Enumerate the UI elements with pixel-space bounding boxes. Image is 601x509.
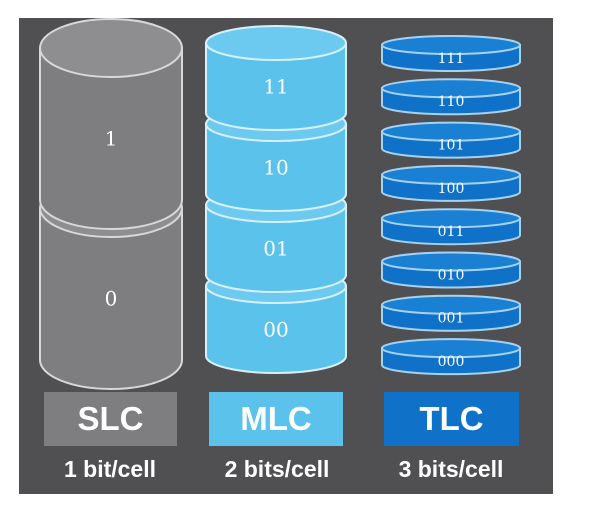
tlc-cell-6-value: 001 — [438, 311, 465, 327]
slc-cell-0-value: 1 — [105, 127, 118, 151]
mlc-cell-0: 11 — [205, 25, 347, 131]
tlc-cell-5: 010 — [381, 251, 521, 289]
tlc-cell-0-value: 111 — [438, 51, 465, 67]
mlc-caption: 2 bits/cell — [224, 456, 330, 482]
mlc-label-box: MLC — [209, 392, 343, 446]
tlc-cell-4: 011 — [381, 208, 521, 246]
tlc-cell-7-value: 000 — [438, 354, 465, 370]
tlc-caption: 3 bits/cell — [398, 456, 504, 482]
tlc-cell-7: 000 — [381, 338, 521, 376]
tlc-cell-2: 101 — [381, 121, 521, 159]
tlc-cell-6: 001 — [381, 294, 521, 332]
slc-cell-1-value: 0 — [105, 287, 118, 311]
slc-cell-0: 1 — [39, 18, 183, 230]
tlc-cell-3: 100 — [381, 164, 521, 202]
tlc-cell-1-value: 110 — [438, 94, 465, 110]
tlc-label-box: TLC — [384, 392, 519, 446]
tlc-label: TLC — [419, 400, 484, 437]
slc-caption: 1 bit/cell — [63, 456, 157, 482]
mlc-cell-2-value: 01 — [263, 237, 288, 261]
mlc-cell-0-value: 11 — [263, 75, 288, 99]
mlc-cell-1-value: 10 — [263, 156, 288, 180]
mlc-label: MLC — [240, 400, 312, 437]
tlc-cell-3-value: 100 — [438, 181, 465, 197]
tlc-cell-5-value: 010 — [438, 267, 465, 283]
tlc-cell-4-value: 011 — [438, 224, 465, 240]
slc-label-box: SLC — [44, 392, 177, 446]
tlc-cell-1: 110 — [381, 78, 521, 116]
mlc-cell-3-value: 00 — [263, 318, 288, 342]
tlc-cell-2-value: 101 — [438, 138, 465, 154]
slc-label: SLC — [77, 400, 144, 437]
tlc-cell-0: 111 — [381, 35, 521, 72]
